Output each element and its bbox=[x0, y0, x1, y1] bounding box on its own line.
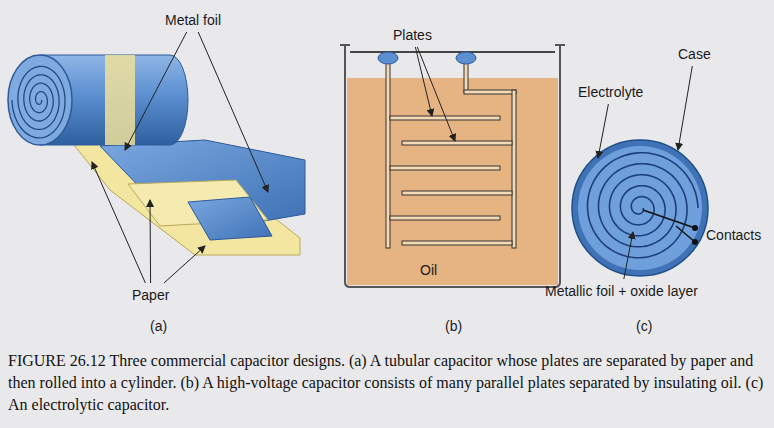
plate-spine bbox=[464, 62, 468, 92]
foil-sheet bbox=[188, 197, 272, 240]
case bbox=[572, 140, 708, 276]
panel-label: (c) bbox=[636, 318, 652, 334]
plate bbox=[390, 166, 500, 170]
plate bbox=[402, 241, 512, 245]
panel-label: (b) bbox=[445, 318, 462, 334]
part-label: Metallic foil + oxide layer bbox=[545, 283, 698, 299]
part-label: Paper bbox=[132, 287, 169, 303]
roll-spiral bbox=[12, 66, 65, 138]
insulator bbox=[456, 52, 476, 64]
top-bar bbox=[350, 51, 555, 53]
tubular-capacitor bbox=[8, 55, 305, 255]
leader-line bbox=[624, 232, 633, 279]
plate bbox=[402, 141, 512, 145]
part-label: Metal foil bbox=[165, 12, 221, 28]
leader-line bbox=[415, 47, 432, 116]
leader-line bbox=[678, 66, 692, 150]
plate bbox=[402, 191, 512, 195]
part-label: Case bbox=[678, 46, 711, 62]
contact-wire bbox=[643, 210, 695, 228]
part-label: Plates bbox=[393, 27, 432, 43]
paper-band bbox=[105, 55, 135, 145]
plate-set bbox=[386, 62, 516, 248]
beaker-outline bbox=[345, 45, 560, 287]
roll-end-face bbox=[8, 55, 72, 145]
leader-line bbox=[417, 47, 455, 141]
beaker-lip bbox=[340, 44, 350, 46]
plate-spine bbox=[386, 62, 390, 248]
figure-caption: FIGURE 26.12 Three commercial capacitor … bbox=[8, 350, 766, 416]
part-label: Contacts bbox=[706, 227, 761, 243]
leader-line bbox=[150, 200, 152, 283]
electrolytic-capacitor bbox=[572, 140, 708, 276]
contact-dot bbox=[692, 239, 698, 245]
panel-label: (a) bbox=[150, 318, 167, 334]
beaker-lip bbox=[555, 44, 565, 46]
insulator bbox=[378, 52, 398, 64]
foil-spiral bbox=[588, 153, 699, 258]
electrolyte bbox=[578, 146, 702, 270]
leader-line bbox=[598, 104, 608, 158]
leader-line bbox=[164, 246, 205, 283]
contact-dot bbox=[692, 225, 698, 231]
part-label: Electrolyte bbox=[578, 84, 643, 100]
part-label: Oil bbox=[420, 262, 437, 278]
oil-fill bbox=[347, 78, 558, 285]
plate-spine bbox=[464, 90, 516, 94]
oil-capacitor bbox=[340, 45, 565, 287]
leader-line bbox=[125, 32, 187, 150]
plate-spine bbox=[512, 90, 516, 248]
leader-line bbox=[198, 32, 268, 192]
plate bbox=[390, 216, 500, 220]
leader-line bbox=[92, 162, 145, 283]
